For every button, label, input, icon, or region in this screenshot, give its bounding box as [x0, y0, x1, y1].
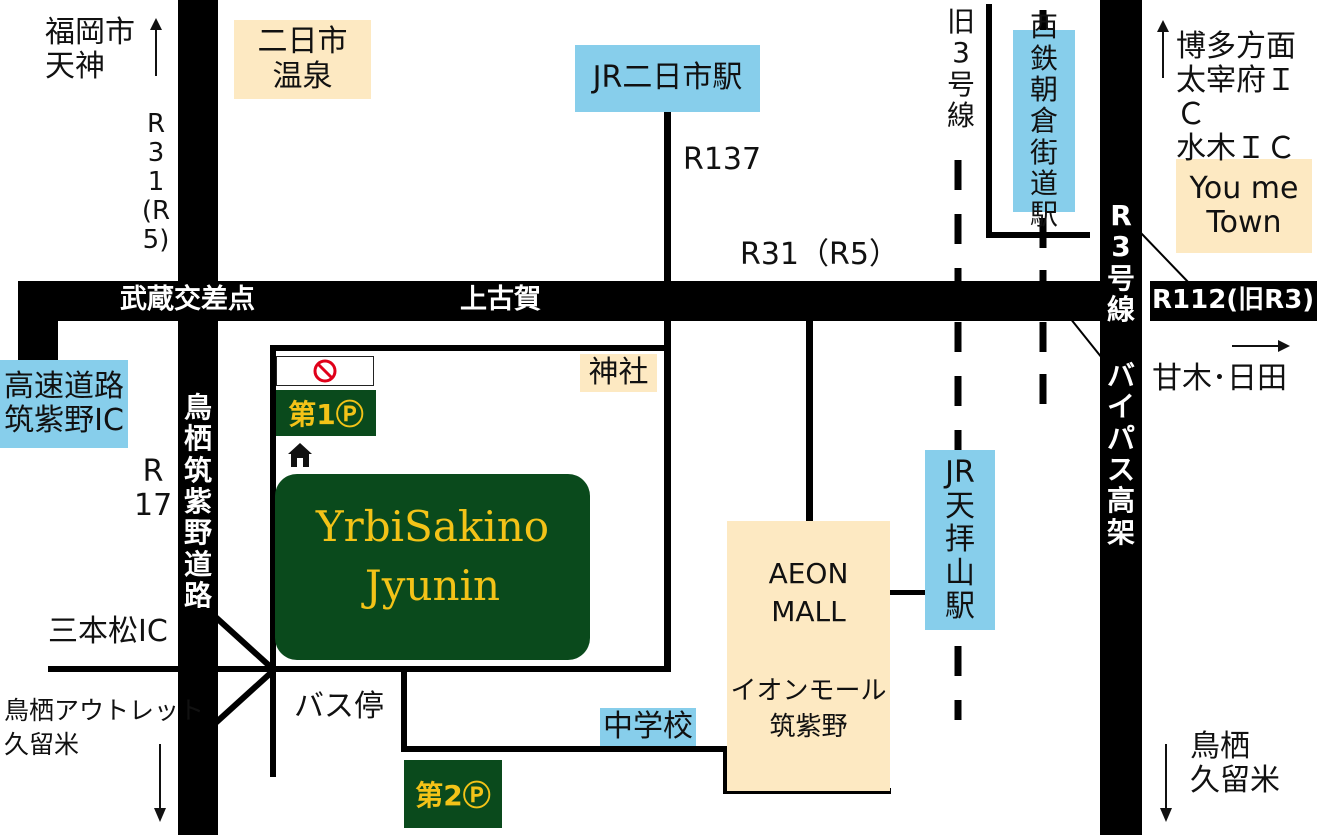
- road-tenpaizan: [886, 590, 926, 595]
- route31-vertical-label: R31(R5): [141, 109, 171, 256]
- shop-name-line2: Jyunin: [364, 561, 501, 611]
- bypass-viaduct-label: バイパス高架: [1106, 359, 1135, 549]
- nishitetsu-station-box: 西鉄朝倉街道駅: [1013, 11, 1075, 231]
- road-nishitetsu-horizontal: [986, 232, 1090, 238]
- road-aeon-bottom: [723, 788, 891, 794]
- r112-label: R112(旧R3): [1152, 285, 1315, 315]
- road-block-right: [664, 318, 671, 670]
- r17-label: R 17: [134, 454, 173, 523]
- arrow-up-icon: [150, 18, 162, 76]
- road-diagonal-down: [207, 667, 277, 731]
- road-block-top: [270, 345, 671, 351]
- road-diagonal-up: [207, 609, 277, 673]
- futsukaichi-onsen-box: 二日市 温泉: [234, 20, 371, 99]
- no-entry-sign: [276, 356, 374, 386]
- bus-stop-label: バス停: [294, 689, 384, 724]
- road-bus: [401, 670, 407, 752]
- arrow-right-icon: [1232, 340, 1290, 352]
- aeon-mall-jp-label: イオンモール 筑紫野: [730, 675, 887, 742]
- r137-label: R137: [683, 142, 762, 177]
- route31-horizontal-label: R31（R5）: [740, 237, 899, 272]
- amagi-hita-label: 甘木･日田: [1152, 361, 1287, 396]
- parking-1[interactable]: 第1Ⓟ: [276, 390, 376, 436]
- aeon-mall-label: AEON MALL: [768, 557, 849, 628]
- youme-town-box: You me Town: [1176, 159, 1312, 253]
- sanbonmatsu-ic-label: 三本松IC: [48, 614, 168, 649]
- arrow-down-icon: [154, 744, 166, 822]
- r3-label: R3号線: [1106, 199, 1135, 327]
- jr-futsukaichi-station-box: JR二日市駅: [575, 45, 760, 112]
- road-r112: [1150, 281, 1317, 321]
- musashi-crossing-label: 武蔵交差点: [120, 284, 255, 315]
- old-r3-label: 旧3号線: [946, 5, 975, 133]
- road-block-left: [270, 345, 276, 777]
- home-icon: [288, 443, 312, 467]
- shop-name-line1: YrbiSakino: [315, 502, 550, 551]
- road-sanbonmatsu: [48, 666, 671, 672]
- tosu-outlet-label: 鳥栖アウトレット 久留米: [4, 696, 205, 759]
- road-school: [401, 746, 729, 752]
- road-to-aeon: [806, 318, 813, 528]
- parking-2[interactable]: 第2Ⓟ: [404, 760, 502, 828]
- leader-amagi: [1069, 317, 1111, 369]
- shrine-box: 神社: [580, 354, 657, 392]
- road-school-down: [723, 746, 729, 794]
- junior-high-school-box: 中学校: [600, 708, 696, 746]
- no-entry-icon: [313, 359, 337, 383]
- kamikoga-label: 上古賀: [460, 284, 541, 315]
- road-r3-bypass: [1100, 0, 1142, 835]
- tosu-chikushino-road-label: 鳥栖筑紫野道路: [183, 391, 212, 613]
- hakata-direction-label: 博多方面 太宰府ＩＣ 水木ＩＣ: [1176, 29, 1296, 166]
- road-expressway-stub: [18, 281, 58, 361]
- jr-tenpaizan-station-label: JR天拝山駅: [945, 455, 975, 625]
- leader-youme: [1139, 231, 1191, 285]
- arrow-down-icon: [1160, 744, 1172, 822]
- tosu-kurume-label: 鳥栖 久留米: [1190, 729, 1280, 798]
- nishitetsu-station-label: 西鉄朝倉街道駅: [1029, 10, 1058, 232]
- aeon-mall-block[interactable]: AEON MALL イオンモール 筑紫野: [727, 521, 890, 791]
- shop-panel[interactable]: YrbiSakino Jyunin: [275, 474, 590, 660]
- road-r31-vertical: [178, 0, 218, 835]
- fukuoka-tenjin-label: 福岡市 天神: [45, 15, 135, 84]
- road-r137: [664, 110, 671, 285]
- expressway-ic-box: 高速道路 筑紫野IC: [0, 360, 128, 448]
- arrow-up-icon: [1157, 20, 1169, 78]
- jr-tenpaizan-station-box: JR天拝山駅: [925, 450, 995, 630]
- road-nishitetsu-vertical: [986, 4, 992, 238]
